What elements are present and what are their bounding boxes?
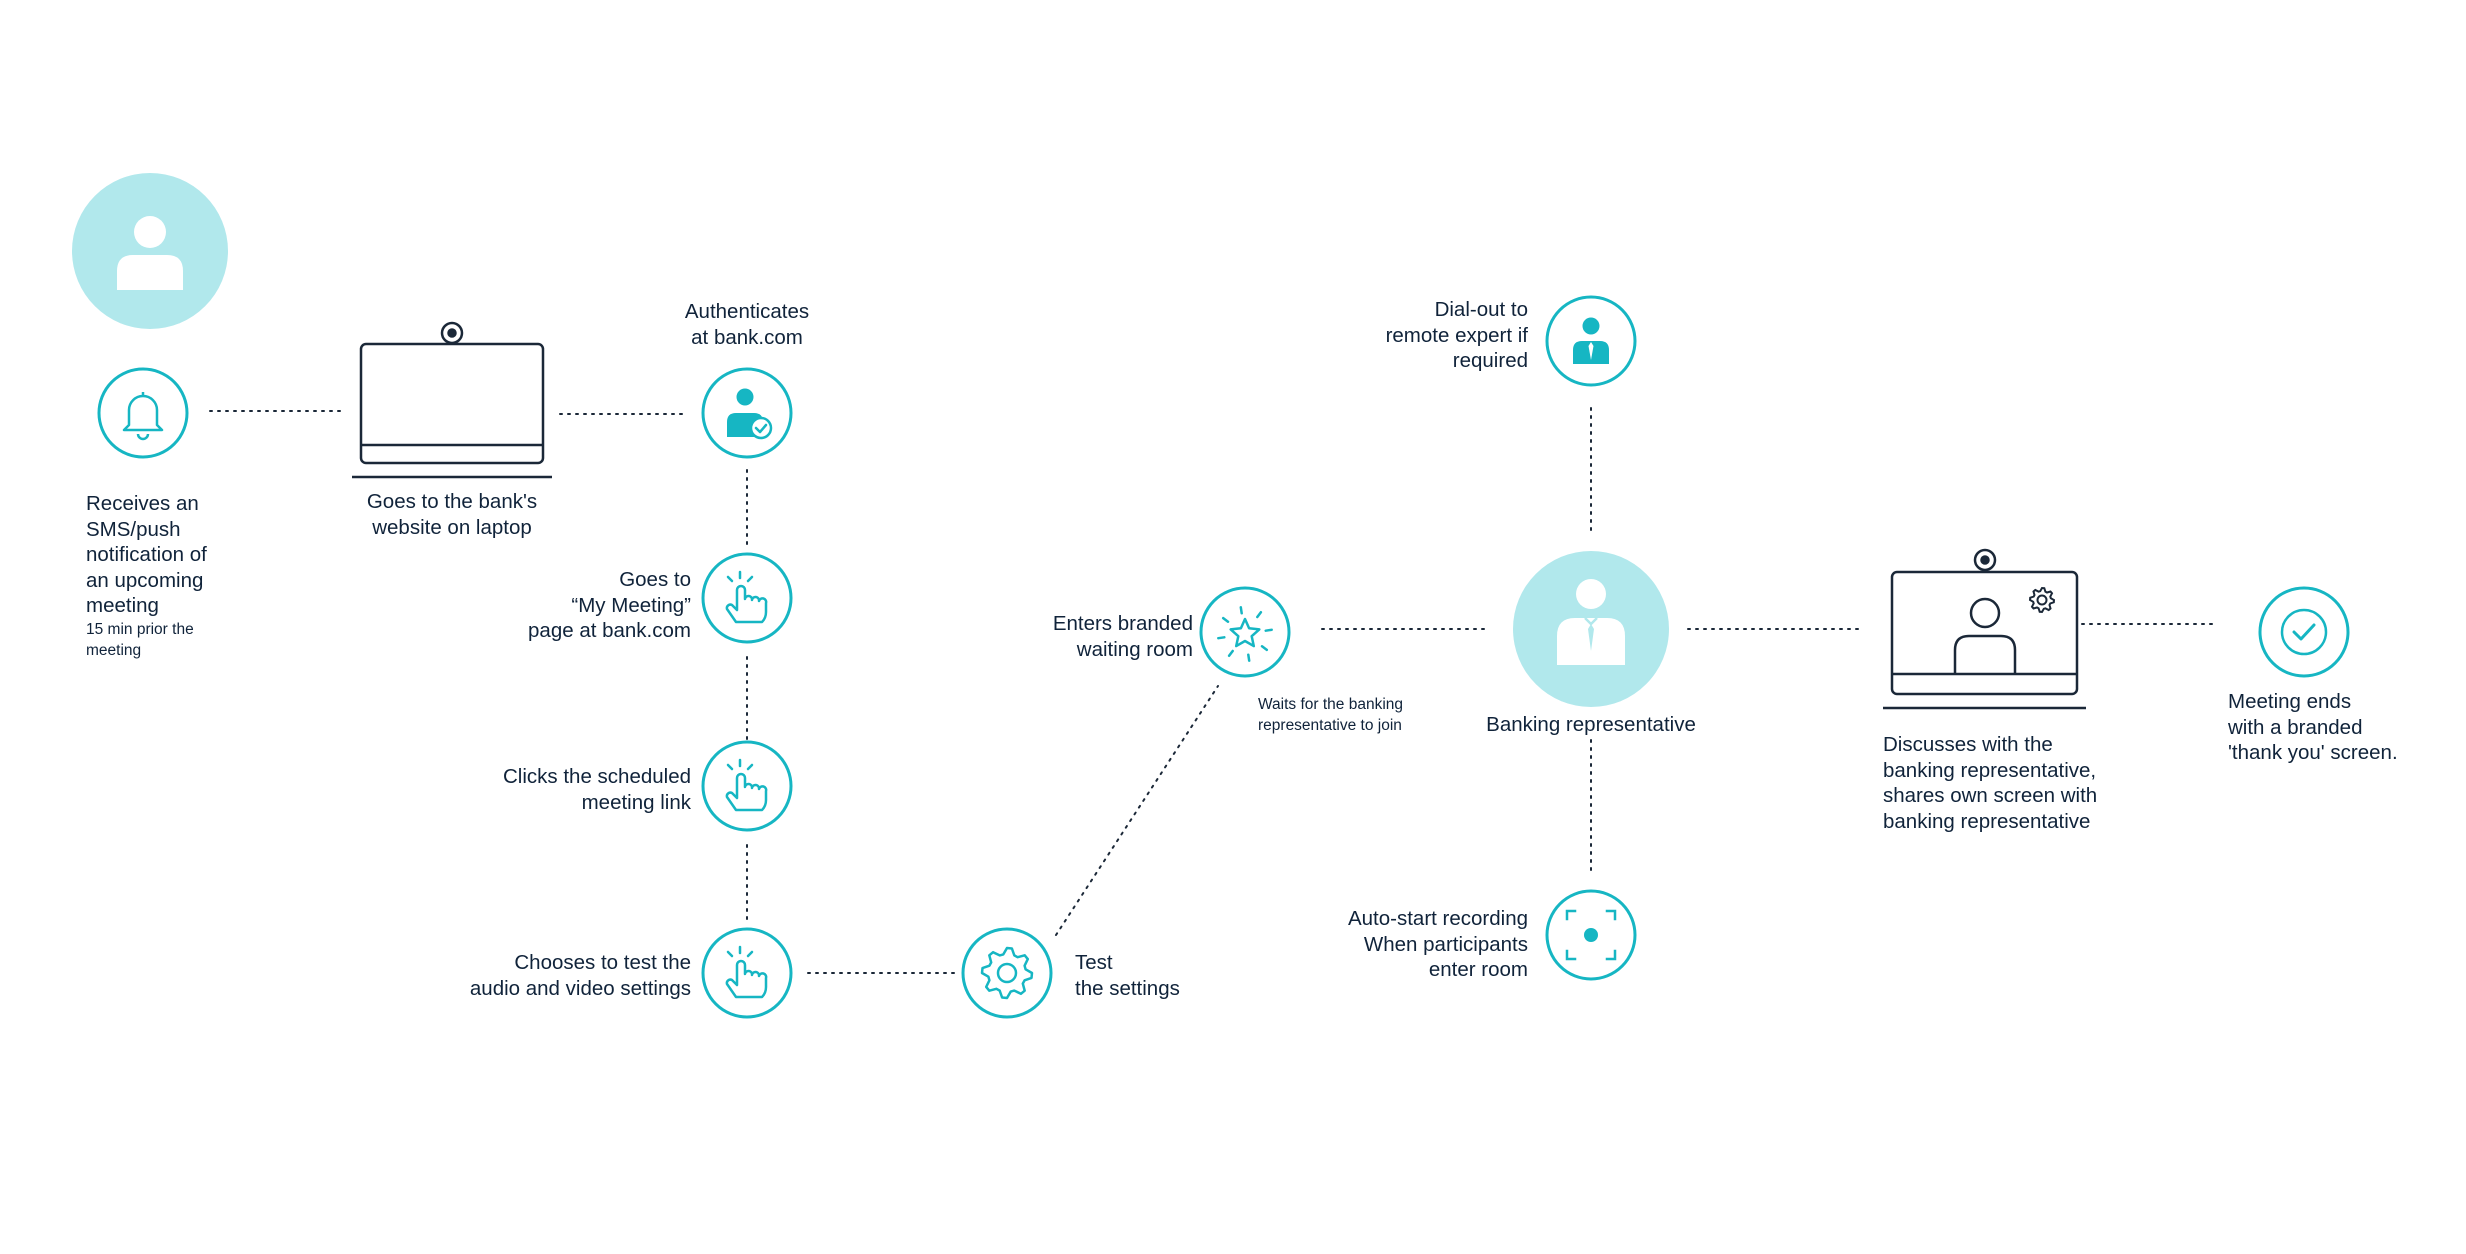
step-end-label: Meeting ends with a branded 'thank you' … [2228,689,2398,766]
note-line: meeting [86,642,142,659]
step-waiting-room-note: Waits for the banking representative to … [1258,694,1403,736]
step-notification-note: 15 min prior the meeting [86,619,194,661]
representative-icon [1513,551,1669,707]
step-test-choice-label: Chooses to test the audio and video sett… [470,950,691,1001]
user-check-icon [701,367,793,459]
star-ray [1256,610,1263,619]
connector-test-waiting [1055,685,1219,936]
label-line: remote expert if [1385,323,1528,347]
label-line: banking representative, [1883,758,2097,782]
label-line: website on laptop [372,515,532,539]
label-line: “My Meeting” [571,593,691,617]
label-line: shares own screen with [1883,784,2098,807]
video-screen-icon [1883,548,2086,710]
label-line: Goes to [619,568,691,591]
label-line: Banking representative [1486,713,1696,736]
label-line: the settings [1075,976,1180,1000]
label-line: meeting [86,594,159,617]
label-line: Clicks the scheduled [502,765,691,788]
star-icon [1199,586,1291,678]
tap-icon [701,740,793,832]
star-ray [1217,636,1226,640]
label-line: required [1452,349,1528,372]
step-laptop-label: Goes to the bank's website on laptop [352,489,552,540]
label-line: 'thank you' screen. [2228,741,2398,764]
connectors [209,407,2219,974]
label-line: Goes to the bank's [366,490,538,513]
star-ray [1239,606,1243,615]
step-recording-label: Auto-start recording When participants e… [1348,906,1528,983]
step-waiting-room-label: Enters branded waiting room [1053,611,1193,662]
label-line: Meeting ends [2228,690,2352,713]
expert-icon [1545,295,1637,387]
label-line: notification of [86,543,207,566]
label-line: waiting room [1076,637,1193,661]
label-line: SMS/push [86,517,181,541]
tap-icon [701,552,793,644]
note-line: representative to join [1258,717,1402,734]
star-ray [1264,628,1273,632]
step-dial-out-label: Dial-out to remote expert if required [1386,297,1528,374]
label-line: at bank.com [691,325,803,349]
label-line: Receives an [86,492,199,515]
label-line: with a branded [2228,715,2363,739]
note-line: Waits for the banking [1258,696,1404,713]
laptop-icon [352,321,552,479]
star-ray [1227,649,1234,658]
label-line: banking representative [1883,809,2091,833]
label-line: Discusses with the [1883,733,2053,756]
star-ray [1260,645,1269,652]
star-ray [1247,653,1251,662]
label-line: audio and video settings [469,976,691,1000]
step-discussion-label: Discusses with the banking representativ… [1883,732,2097,834]
label-line: When participants [1363,932,1528,956]
label-line: Dial-out to [1434,298,1528,321]
note-line: 15 min prior the [86,621,194,638]
step-my-meeting-label: Goes to “My Meeting” page at bank.com [528,567,691,644]
checkmark-icon [2258,586,2350,678]
label-line: meeting link [581,790,691,814]
label-line: page at bank.com [528,619,691,642]
star-ray [1221,616,1230,623]
step-authenticate-label: Authenticates at bank.com [647,299,847,350]
gear-icon [961,927,1053,1019]
record-icon [1545,889,1637,981]
step-notification-label: Receives an SMS/push notification of an … [86,491,207,619]
label-line: Chooses to test the [514,951,691,974]
label-line: Test [1075,951,1113,974]
step-test-settings-label: Test the settings [1075,950,1180,1001]
label-line: enter room [1428,958,1528,981]
label-line: an upcoming [86,568,204,592]
step-representative-label: Banking representative [1441,712,1741,738]
bell-icon [97,367,189,459]
customer-avatar [72,173,228,329]
label-line: Authenticates [684,300,810,323]
step-click-link-label: Clicks the scheduled meeting link [503,764,691,815]
label-line: Enters branded [1052,612,1193,635]
label-line: Auto-start recording [1347,907,1528,930]
tap-icon [701,927,793,1019]
